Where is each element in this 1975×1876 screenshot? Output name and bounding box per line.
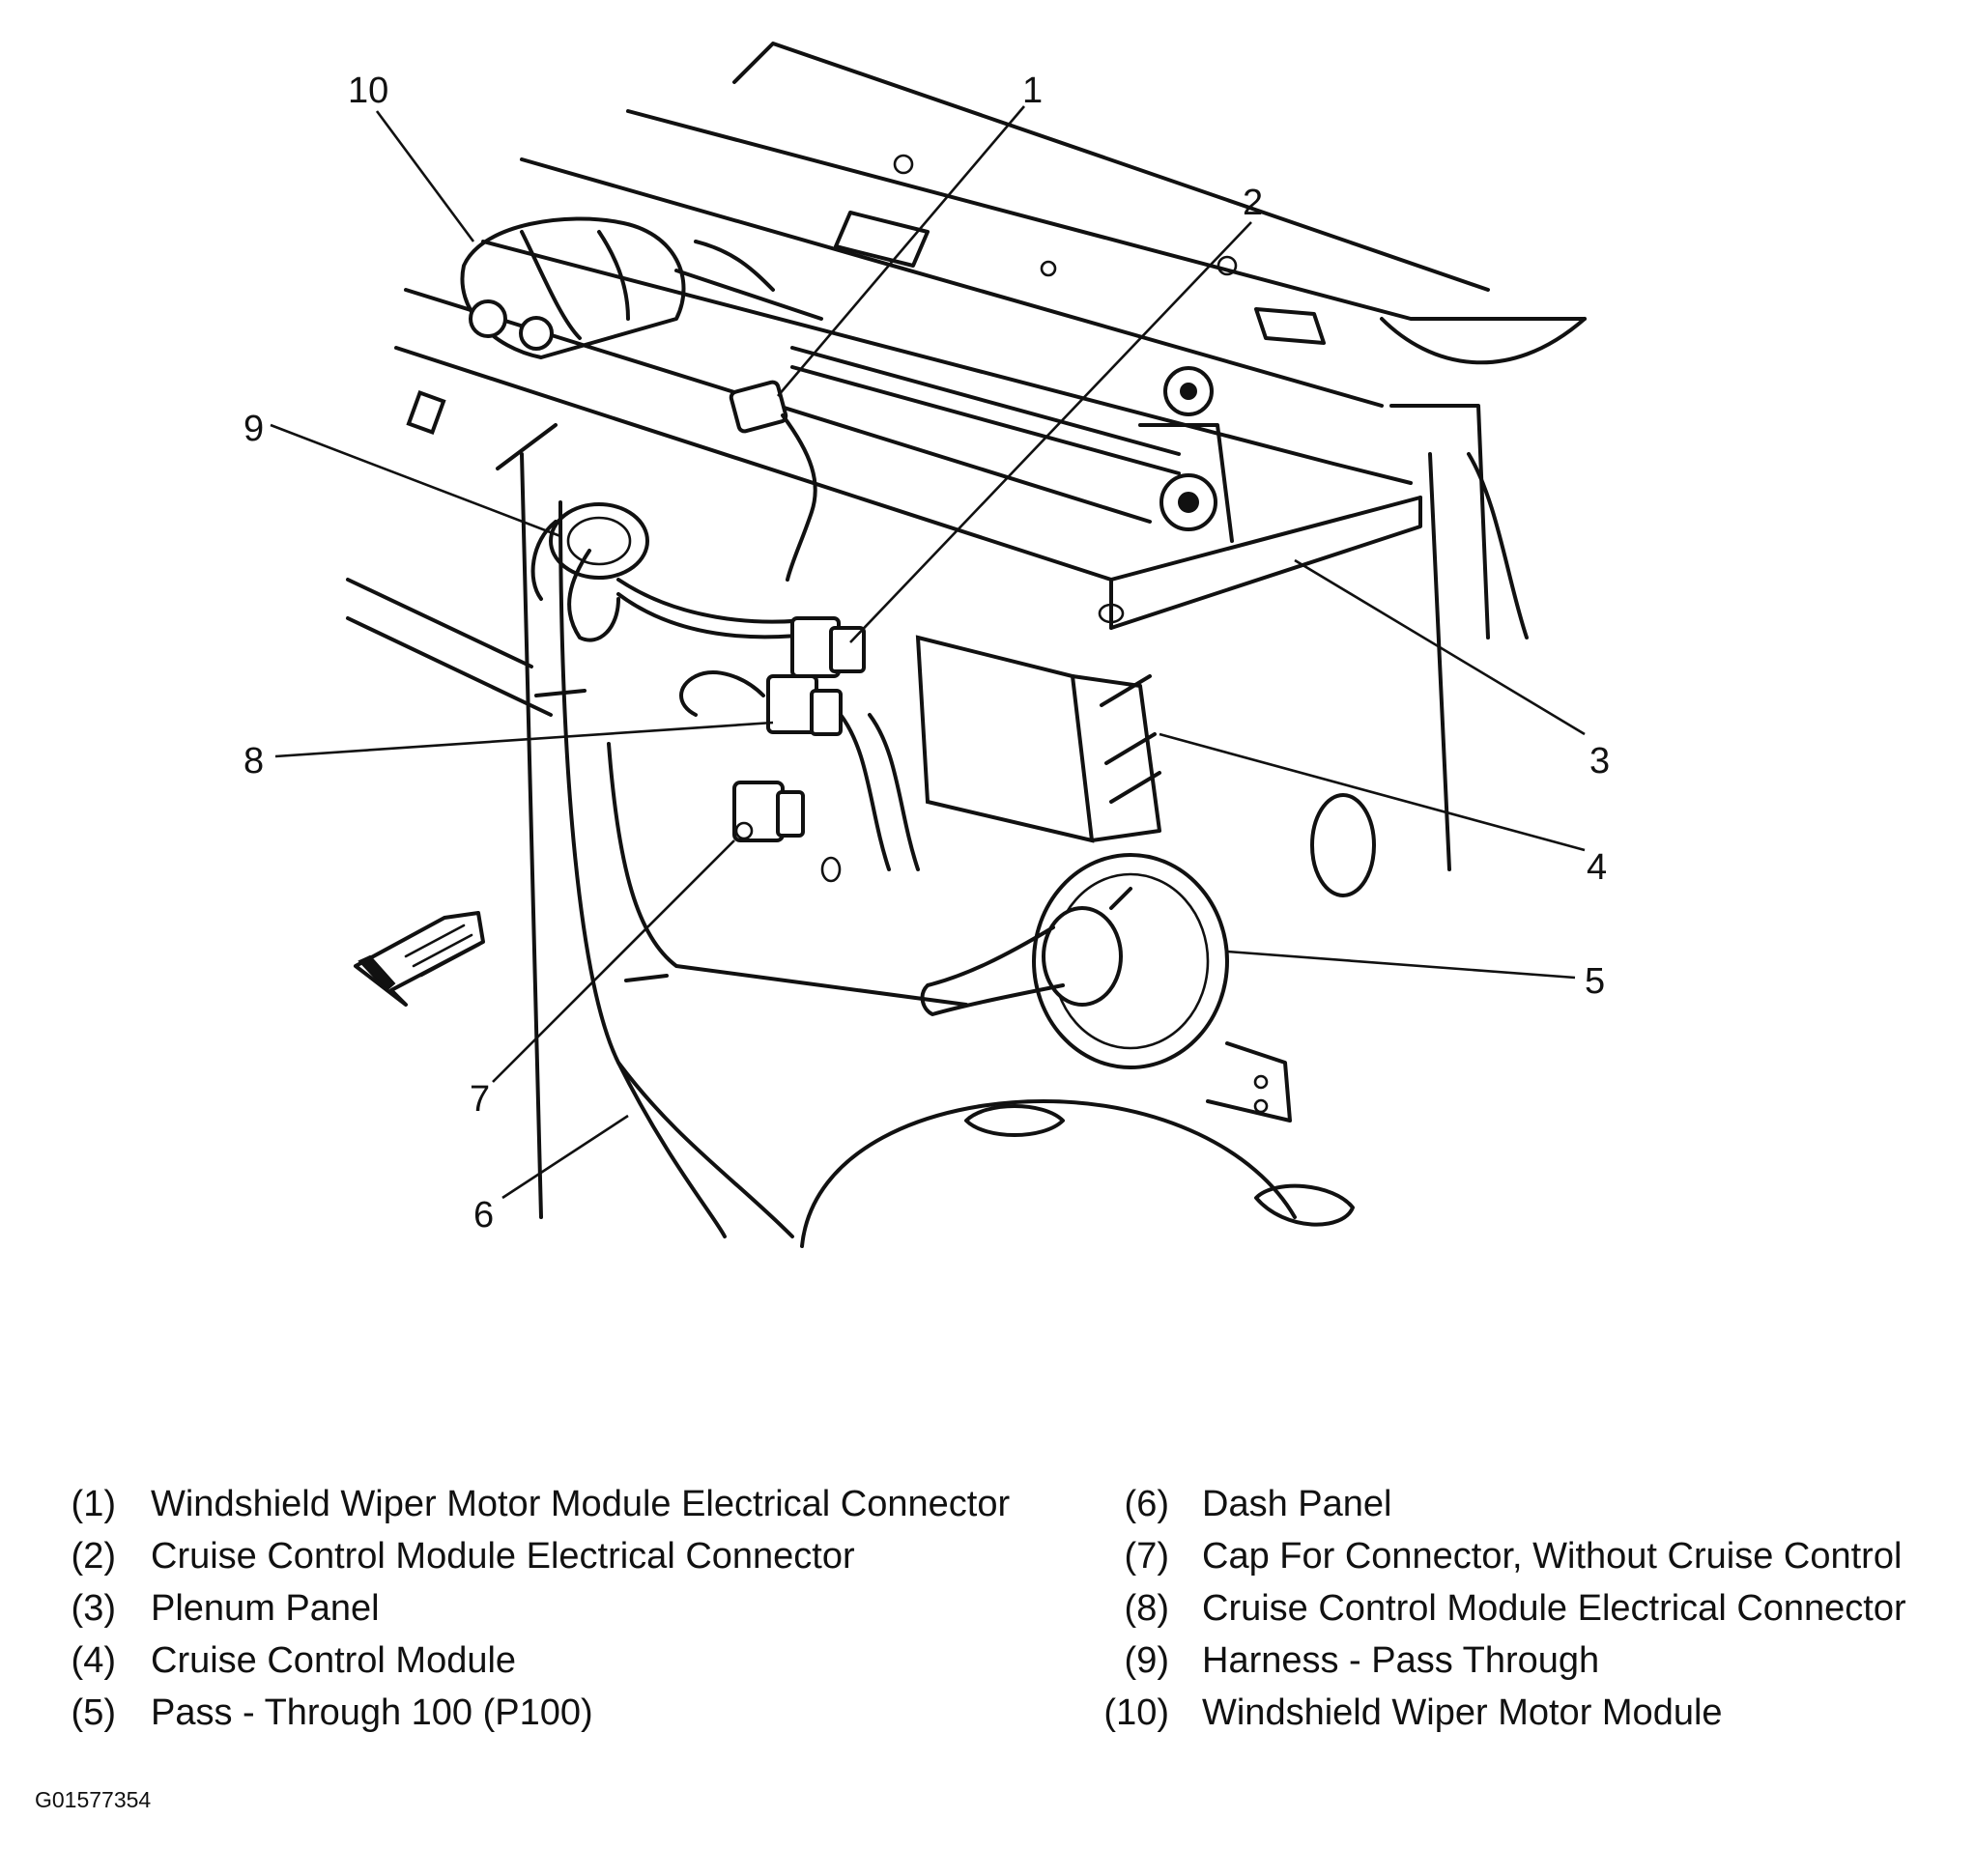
callout-3: 3	[1589, 741, 1610, 782]
legend-number: (7)	[1124, 1536, 1169, 1577]
legend-right-column: (6) Dash Panel (7) Cap For Connector, Wi…	[1074, 1483, 1963, 1744]
legend-item-8: (8) Cruise Control Module Electrical Con…	[1074, 1587, 1963, 1631]
legend-label: Cap For Connector, Without Cruise Contro…	[1202, 1536, 1903, 1577]
callout-10: 10	[348, 71, 388, 111]
legend-item-4: (4) Cruise Control Module	[35, 1639, 1040, 1683]
legend-item-6: (6) Dash Panel	[1074, 1483, 1963, 1526]
legend-item-7: (7) Cap For Connector, Without Cruise Co…	[1074, 1535, 1963, 1578]
legend-number: (4)	[71, 1640, 116, 1681]
legend-number: (8)	[1124, 1588, 1169, 1629]
wiper-motor-module	[460, 216, 823, 359]
legend-left-column: (1) Windshield Wiper Motor Module Electr…	[35, 1483, 1040, 1744]
cruise-control-module	[915, 635, 1161, 843]
fasteners	[406, 390, 1060, 982]
legend-label: Dash Panel	[1202, 1484, 1392, 1524]
legend-item-5: (5) Pass - Through 100 (P100)	[35, 1691, 1040, 1735]
callout-8: 8	[243, 741, 264, 782]
dash-openings	[820, 603, 1376, 897]
callout-5: 5	[1585, 961, 1605, 1002]
legend-item-9: (9) Harness - Pass Through	[1074, 1639, 1963, 1683]
harness-pass-through	[530, 502, 823, 642]
dash-panel	[346, 452, 1355, 1248]
cruise-connectors	[679, 616, 920, 871]
plenum-panel-shape	[394, 42, 1587, 871]
legend-label: Windshield Wiper Motor Module	[1202, 1692, 1723, 1733]
legend-label: Pass - Through 100 (P100)	[151, 1692, 593, 1733]
legend-number: (1)	[71, 1484, 116, 1524]
legend-item-3: (3) Plenum Panel	[35, 1587, 1040, 1631]
callout-7: 7	[470, 1079, 490, 1120]
legend-number: (2)	[71, 1536, 116, 1577]
callout-1: 1	[1022, 71, 1043, 111]
legend-label: Cruise Control Module Electrical Connect…	[151, 1536, 855, 1577]
forward-arrow-icon	[354, 911, 485, 1007]
callout-labels: 1 2 3 4 5 6 7 8 9 10	[243, 71, 1610, 1236]
legend-label: Cruise Control Module	[151, 1640, 517, 1681]
callout-4: 4	[1587, 847, 1607, 888]
legend-number: (3)	[71, 1588, 116, 1629]
wiper-linkage	[790, 346, 1234, 543]
legend-number: (9)	[1124, 1640, 1169, 1681]
legend-number: (5)	[71, 1692, 116, 1733]
legend-item-10: (10) Windshield Wiper Motor Module	[1074, 1691, 1963, 1735]
leader-lines	[270, 105, 1586, 1200]
pass-through-p100	[920, 853, 1292, 1123]
wiper-connector	[729, 380, 817, 582]
legend-label: Harness - Pass Through	[1202, 1640, 1600, 1681]
component-location-drawing: 1 2 3 4 5 6 7 8 9 10	[243, 42, 1610, 1248]
legend-item-1: (1) Windshield Wiper Motor Module Electr…	[35, 1483, 1040, 1526]
legend-label: Windshield Wiper Motor Module Electrical…	[151, 1484, 1011, 1524]
legend-label: Plenum Panel	[151, 1588, 380, 1629]
legend-number: (6)	[1124, 1484, 1169, 1524]
figure-id: G01577354	[35, 1787, 152, 1812]
legend-number: (10)	[1103, 1692, 1169, 1733]
callout-9: 9	[243, 409, 264, 449]
connector-cap	[732, 781, 805, 842]
callout-2: 2	[1243, 183, 1263, 223]
legend-item-2: (2) Cruise Control Module Electrical Con…	[35, 1535, 1040, 1578]
legend-label: Cruise Control Module Electrical Connect…	[1202, 1588, 1906, 1629]
callout-6: 6	[473, 1195, 494, 1236]
